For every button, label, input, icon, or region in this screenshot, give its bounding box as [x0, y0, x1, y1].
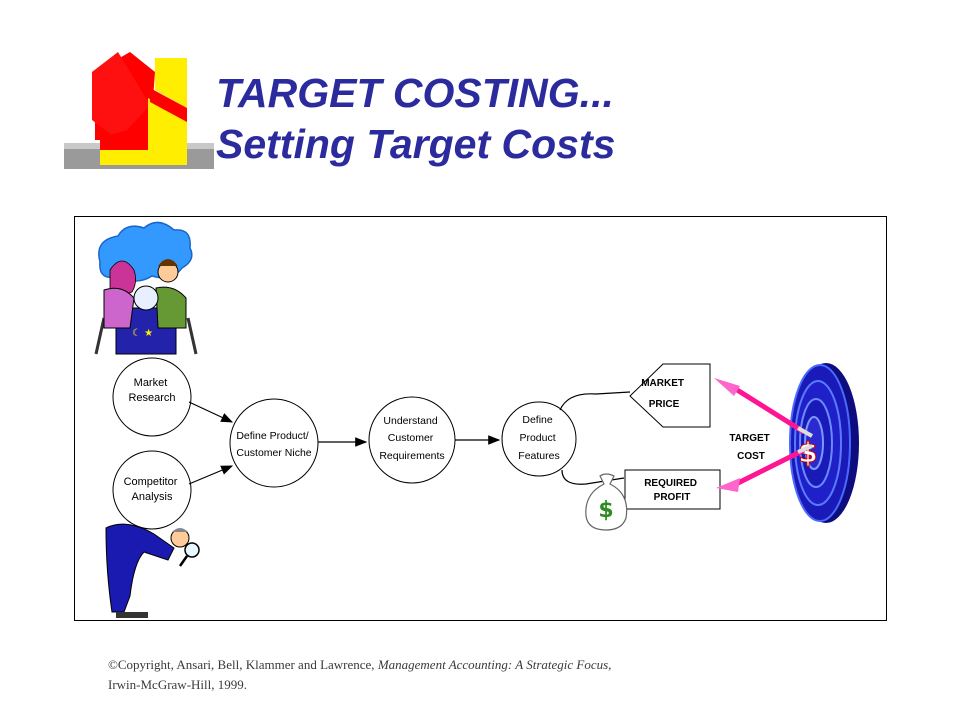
line-features-to-profit: [561, 469, 625, 485]
svg-text:MARKET PRICE: MARKET PRICE: [641, 378, 687, 410]
node-label: Analysis: [132, 491, 173, 503]
node-define-product: Define Product/ Customer Niche: [229, 398, 319, 488]
copyright-text: ©Copyright, Ansari, Bell, Klammer and La…: [108, 657, 378, 672]
target-label: COST: [737, 451, 765, 462]
node-understand-customer: Understand Customer Requirements: [368, 396, 456, 484]
arrow-competitor-to-define: [188, 465, 234, 485]
title-line-1: TARGET COSTING...: [216, 70, 614, 116]
node-label: Requirements: [379, 450, 444, 462]
bullseye-target-icon: $: [789, 363, 859, 523]
svg-text:Define Product Fea: Define Product Features: [518, 414, 559, 462]
market-price-shape: MARKET PRICE: [629, 363, 711, 428]
target-dollar: $: [798, 436, 817, 469]
diagram-frame: [74, 216, 887, 621]
arrow-market-to-define: [188, 401, 234, 423]
shape-label: PRICE: [649, 399, 680, 410]
fortune-teller-illustration: ☾ ★: [94, 221, 198, 355]
node-label: Define: [522, 414, 553, 426]
dart-lower: [734, 447, 806, 487]
target-label: TARGET: [729, 433, 769, 444]
target-cost-label: TARGET COST: [729, 433, 772, 462]
dart-upper: [732, 385, 806, 435]
node-label: Competitor: [124, 476, 178, 488]
svg-text:TARGET COST: TARGET COST: [729, 433, 772, 462]
copyright-notice: ©Copyright, Ansari, Bell, Klammer and La…: [108, 655, 628, 695]
svg-text:Understand Customer: Understand Customer Requirements: [379, 415, 444, 462]
node-competitor-analysis: Competitor Analysis: [112, 450, 192, 530]
node-label: Market: [134, 377, 168, 389]
svg-text:☾ ★: ☾ ★: [132, 328, 153, 339]
node-label: Product: [519, 432, 555, 444]
node-define-features: Define Product Features: [501, 401, 577, 477]
copyright-book-title: Management Accounting: A Strategic Focus: [377, 657, 609, 672]
money-bag-icon: $: [585, 473, 628, 531]
node-label: Research: [128, 392, 175, 404]
shape-label: REQUIRED: [644, 478, 697, 489]
node-market-research: Market Research: [112, 357, 192, 437]
investigator-illustration: [105, 523, 200, 618]
node-label: Understand: [383, 415, 437, 427]
copyright-publisher: , Irwin-McGraw-Hill, 1999.: [108, 657, 612, 692]
money-bag-dollar: $: [598, 498, 613, 523]
node-label: Features: [518, 450, 559, 462]
node-label: Customer Niche: [236, 447, 311, 459]
node-label: Customer: [388, 432, 434, 444]
shape-label: MARKET: [641, 378, 684, 389]
node-label: Define Product/: [236, 430, 308, 442]
dart-icons: [714, 378, 813, 492]
svg-text:Define Product/ Customer: Define Product/ Customer Niche: [236, 430, 311, 459]
logo-icon: [64, 52, 214, 169]
line-features-to-price: [559, 391, 631, 411]
svg-text:REQUIRED PROFIT: REQUIRED PROFIT: [644, 478, 700, 503]
flow-arrows: [188, 391, 631, 485]
required-profit-shape: REQUIRED PROFIT: [624, 469, 721, 510]
title-line-2: Setting Target Costs: [216, 121, 616, 167]
svg-text:Competitor Analysis: Competitor Analysis: [124, 476, 181, 503]
shape-label: PROFIT: [654, 492, 691, 503]
svg-text:Market Research: Market Research: [128, 377, 175, 404]
